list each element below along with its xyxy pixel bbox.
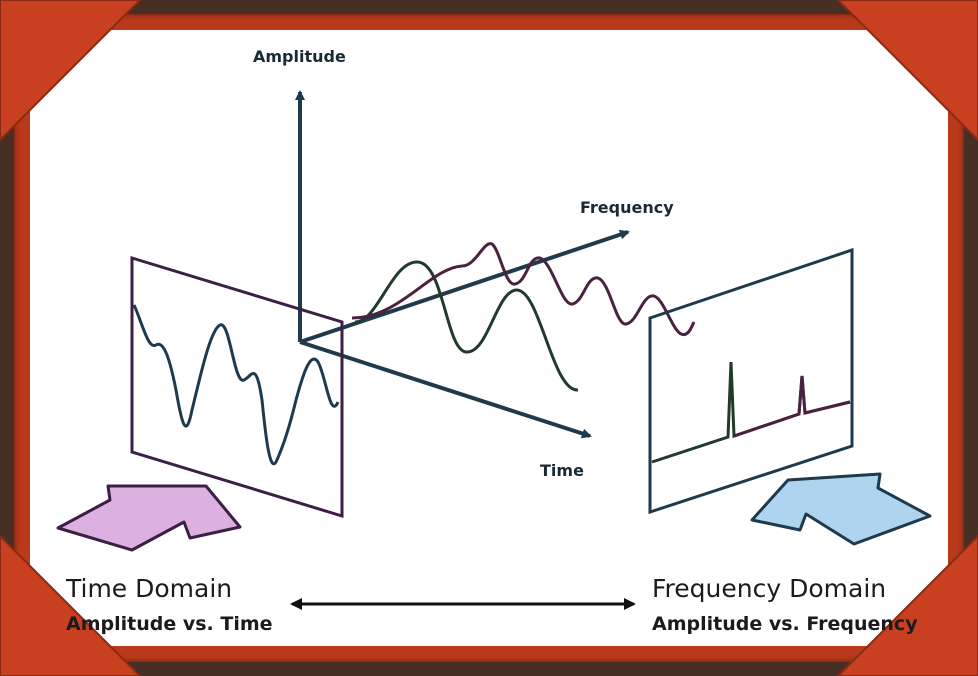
sine-wave-low-frequency xyxy=(354,260,579,392)
frequency-axis-label: Frequency xyxy=(580,198,674,217)
frequency-axis xyxy=(299,229,630,344)
pink-arrow-icon xyxy=(56,484,242,552)
sine-wave-high-frequency xyxy=(351,242,696,336)
time-axis xyxy=(299,340,592,439)
frequency-domain-title: Frequency Domain xyxy=(652,574,886,603)
frame-corner-top-left xyxy=(0,0,142,142)
blue-arrow-icon xyxy=(750,472,932,546)
frequency-spectrum-line xyxy=(651,361,851,464)
diagram-canvas xyxy=(30,30,948,646)
frequency-domain-panel xyxy=(648,247,854,515)
time-domain-title: Time Domain xyxy=(65,574,232,603)
time-domain-waveform xyxy=(132,304,340,466)
frame-corner-top-right xyxy=(836,0,978,142)
time-axis-label: Time xyxy=(540,461,584,480)
time-domain-panel xyxy=(130,255,344,519)
frequency-spectrum-purple-segment xyxy=(733,375,851,438)
amplitude-axis-label: Amplitude xyxy=(253,47,346,66)
time-domain-subtitle: Amplitude vs. Time xyxy=(66,613,273,635)
frame-corner-bottom-left xyxy=(0,534,142,676)
frame-corner-bottom-right xyxy=(836,534,978,676)
frequency-domain-subtitle: Amplitude vs. Frequency xyxy=(652,613,918,635)
